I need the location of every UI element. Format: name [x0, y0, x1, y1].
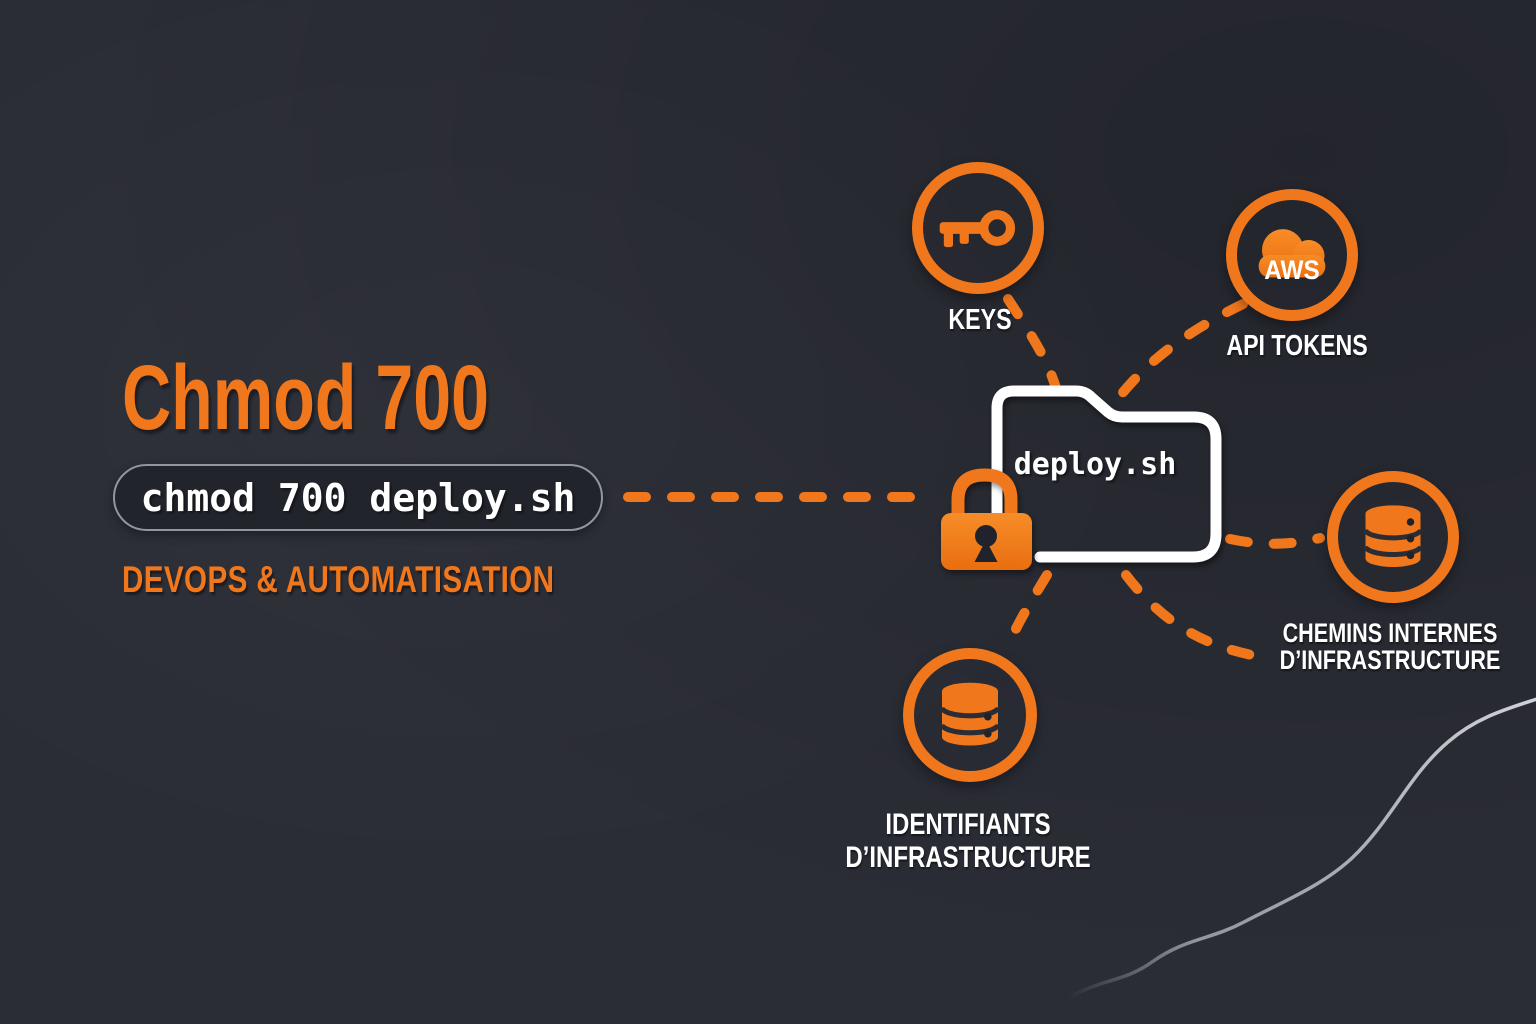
padlock-icon [941, 468, 1032, 570]
aws-cloud-icon [1258, 229, 1326, 278]
decorative-curve [1066, 697, 1536, 1000]
node-internal-paths-circle [1327, 471, 1459, 603]
connector-folder-to-keys [1003, 294, 1061, 393]
connector-folder-to-internal-paths [1225, 533, 1325, 549]
command-pill: chmod 700 deploy.sh [113, 464, 603, 531]
node-api-tokens-circle: AWS [1226, 189, 1358, 321]
tagline: DEVOPS & AUTOMATISATION [122, 559, 555, 600]
key-icon [939, 210, 1016, 248]
node-keys-label: KEYS [948, 304, 1012, 336]
aws-cloud-text: AWS [1264, 255, 1320, 285]
folder-filename: deploy.sh [1013, 447, 1177, 482]
connector-folder-to-paths-label [1121, 570, 1267, 662]
folder-icon [991, 385, 1222, 563]
node-api-tokens-label: API TOKENS [1226, 330, 1368, 362]
database-icon [939, 682, 1001, 746]
node-keys-circle [912, 162, 1044, 294]
command-text: chmod 700 deploy.sh [140, 475, 576, 520]
node-credentials-label: IDENTIFIANTS D’INFRASTRUCTURE [845, 808, 1091, 874]
connector-folder-to-api-tokens [1109, 299, 1248, 409]
page-title: Chmod 700 [122, 347, 489, 449]
database-icon [1363, 505, 1423, 567]
node-credentials-circle [903, 648, 1037, 782]
connector-folder-to-credentials [1003, 570, 1052, 651]
node-internal-paths-label: CHEMINS INTERNES D’INFRASTRUCTURE [1279, 618, 1501, 675]
